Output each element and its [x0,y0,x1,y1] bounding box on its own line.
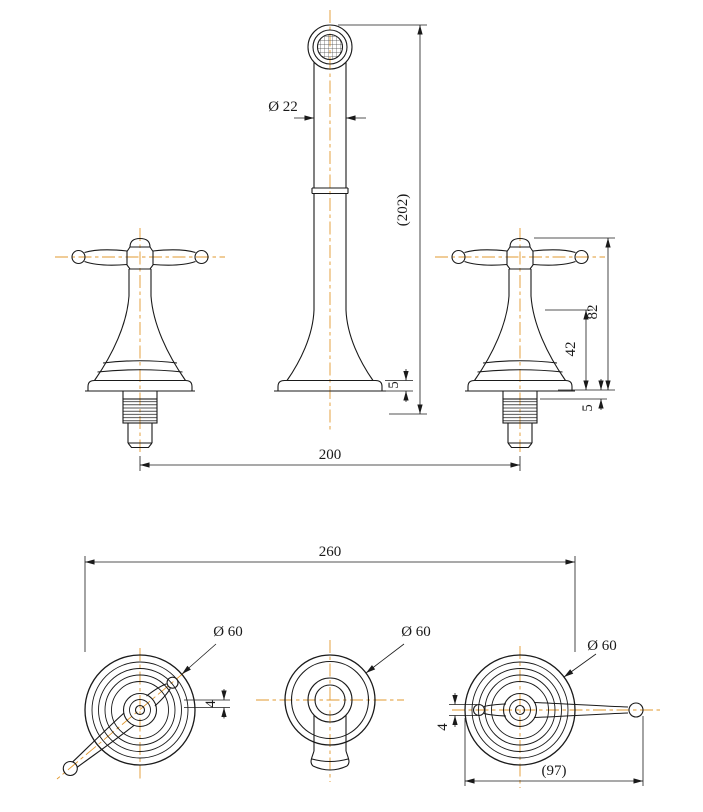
spout-plan [284,654,376,771]
label-left-lever-tip: 4 [203,700,219,708]
spout-aerator-mesh [316,33,344,61]
spout-plan-tube [313,715,347,751]
leader-flange-center [365,643,405,674]
label-center-distance: 200 [319,447,342,463]
label-spout-diameter: Ø 22 [268,99,298,115]
dim-handle-base-thickness [540,379,607,410]
left-handle-plan-lever-axis-centerline [56,670,187,780]
dim-center-distance [139,456,521,471]
spout-front [274,24,386,392]
dim-right-lever-tip [449,693,477,727]
spout-tube-upper [313,62,347,188]
leader-flange-left [181,643,217,675]
dim-overall-height [338,24,427,415]
label-body-height: 42 [563,342,579,357]
spout-plan-flange-outer [284,654,376,746]
label-spout-base-thickness: 5 [386,381,402,389]
spout-flare [286,309,374,381]
dim-body-height [545,309,593,390]
label-overall-height: (202) [395,194,411,227]
label-handle-base-thickness: 5 [580,404,596,412]
dimension-labels: Ø 22 (202) 82 42 5 5 200 260 Ø 60 Ø 60 Ø… [203,99,617,779]
dim-spout-base-thickness [385,369,413,402]
spout-plan-body-inner [314,684,346,716]
left-handle-plan-lever [62,676,179,777]
spout-aerator-outline [307,24,353,70]
label-flange-center: Ø 60 [401,624,431,640]
dim-handle-height [534,237,615,391]
plan-view [62,654,644,777]
label-flange-right: Ø 60 [587,638,617,654]
spout-plan-body [307,677,353,723]
spout-tube-joint [311,187,349,195]
spout-aerator-ring [312,29,348,65]
label-flange-left: Ø 60 [213,624,243,640]
spout-base-plate [274,379,386,392]
front-view [71,24,589,449]
label-handle-length: (97) [542,763,567,779]
label-handle-height: 82 [585,305,601,320]
leader-flange-right [563,653,597,678]
right-handle-plan-lever [472,701,644,719]
label-right-lever-tip: 4 [435,723,451,731]
spout-plan-tip [310,750,350,771]
dim-left-lever-tip [184,689,230,719]
label-overall-width: 260 [319,544,342,560]
dimension-lines [84,24,644,786]
dim-handle-length [464,716,644,786]
spout-tube-lower [313,193,347,310]
dim-overall-width [84,556,576,652]
spout-plan-flange-ring [290,660,370,740]
